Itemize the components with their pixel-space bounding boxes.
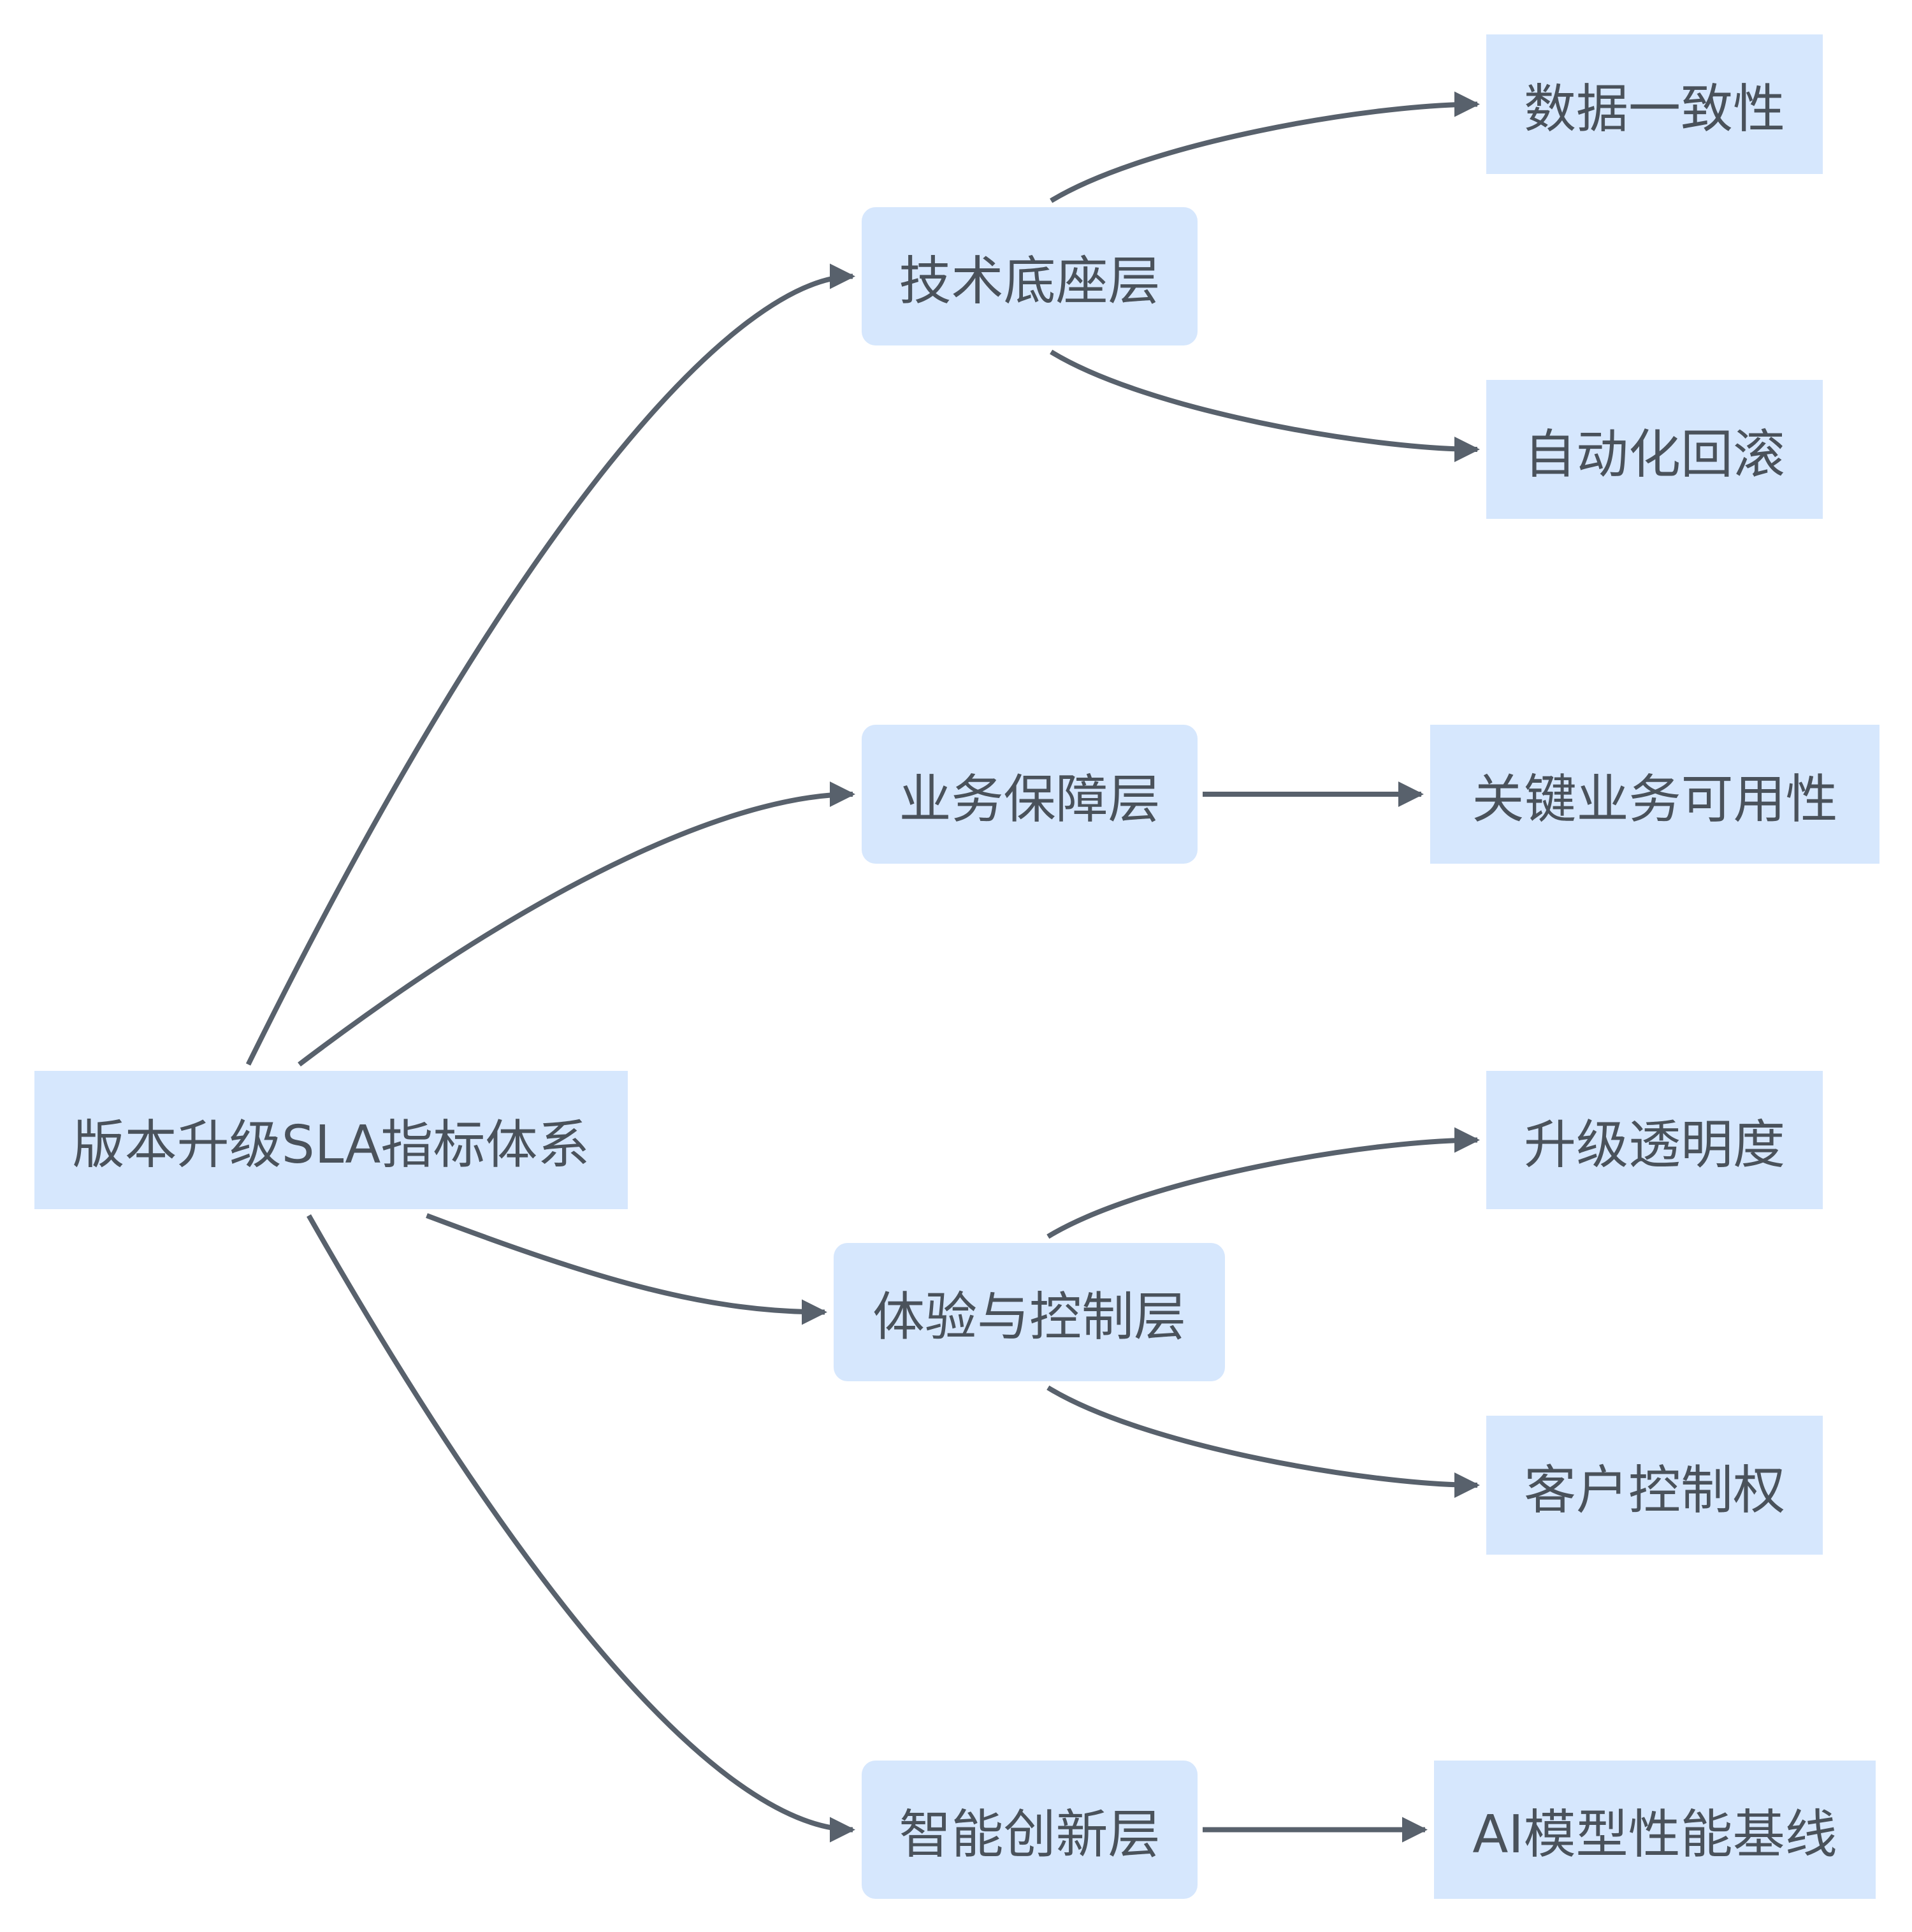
leaf-node-critical-availability[interactable]: 关键业务可用性	[1430, 725, 1879, 864]
leaf-node-customer-control[interactable]: 客户控制权	[1486, 1416, 1823, 1555]
edge-root-to-ai	[307, 1214, 855, 1843]
leaf-node-data-consistency[interactable]: 数据一致性	[1486, 34, 1823, 174]
layer-node-business[interactable]: 业务保障层	[862, 725, 1198, 864]
leaf-node-upgrade-transparency[interactable]: 升级透明度	[1486, 1071, 1823, 1209]
edge-root-to-exp	[426, 1213, 827, 1325]
edge-root-to-biz	[298, 781, 855, 1067]
layer-node-experience[interactable]: 体验与控制层	[834, 1243, 1225, 1381]
edge-exp-to-exp-1	[1047, 1127, 1480, 1239]
edge-root-to-tech	[245, 263, 855, 1066]
edge-exp-to-exp-2	[1047, 1385, 1480, 1498]
leaf-node-auto-rollback[interactable]: 自动化回滚	[1486, 380, 1823, 519]
layer-node-tech[interactable]: 技术底座层	[862, 207, 1198, 345]
edge-tech-to-tech-2	[1050, 349, 1480, 462]
leaf-node-ai-baseline[interactable]: AI模型性能基线	[1434, 1761, 1876, 1899]
edge-tech-to-tech-1	[1050, 91, 1480, 203]
root-node[interactable]: 版本升级SLA指标体系	[34, 1071, 628, 1209]
layer-node-ai[interactable]: 智能创新层	[862, 1761, 1198, 1899]
